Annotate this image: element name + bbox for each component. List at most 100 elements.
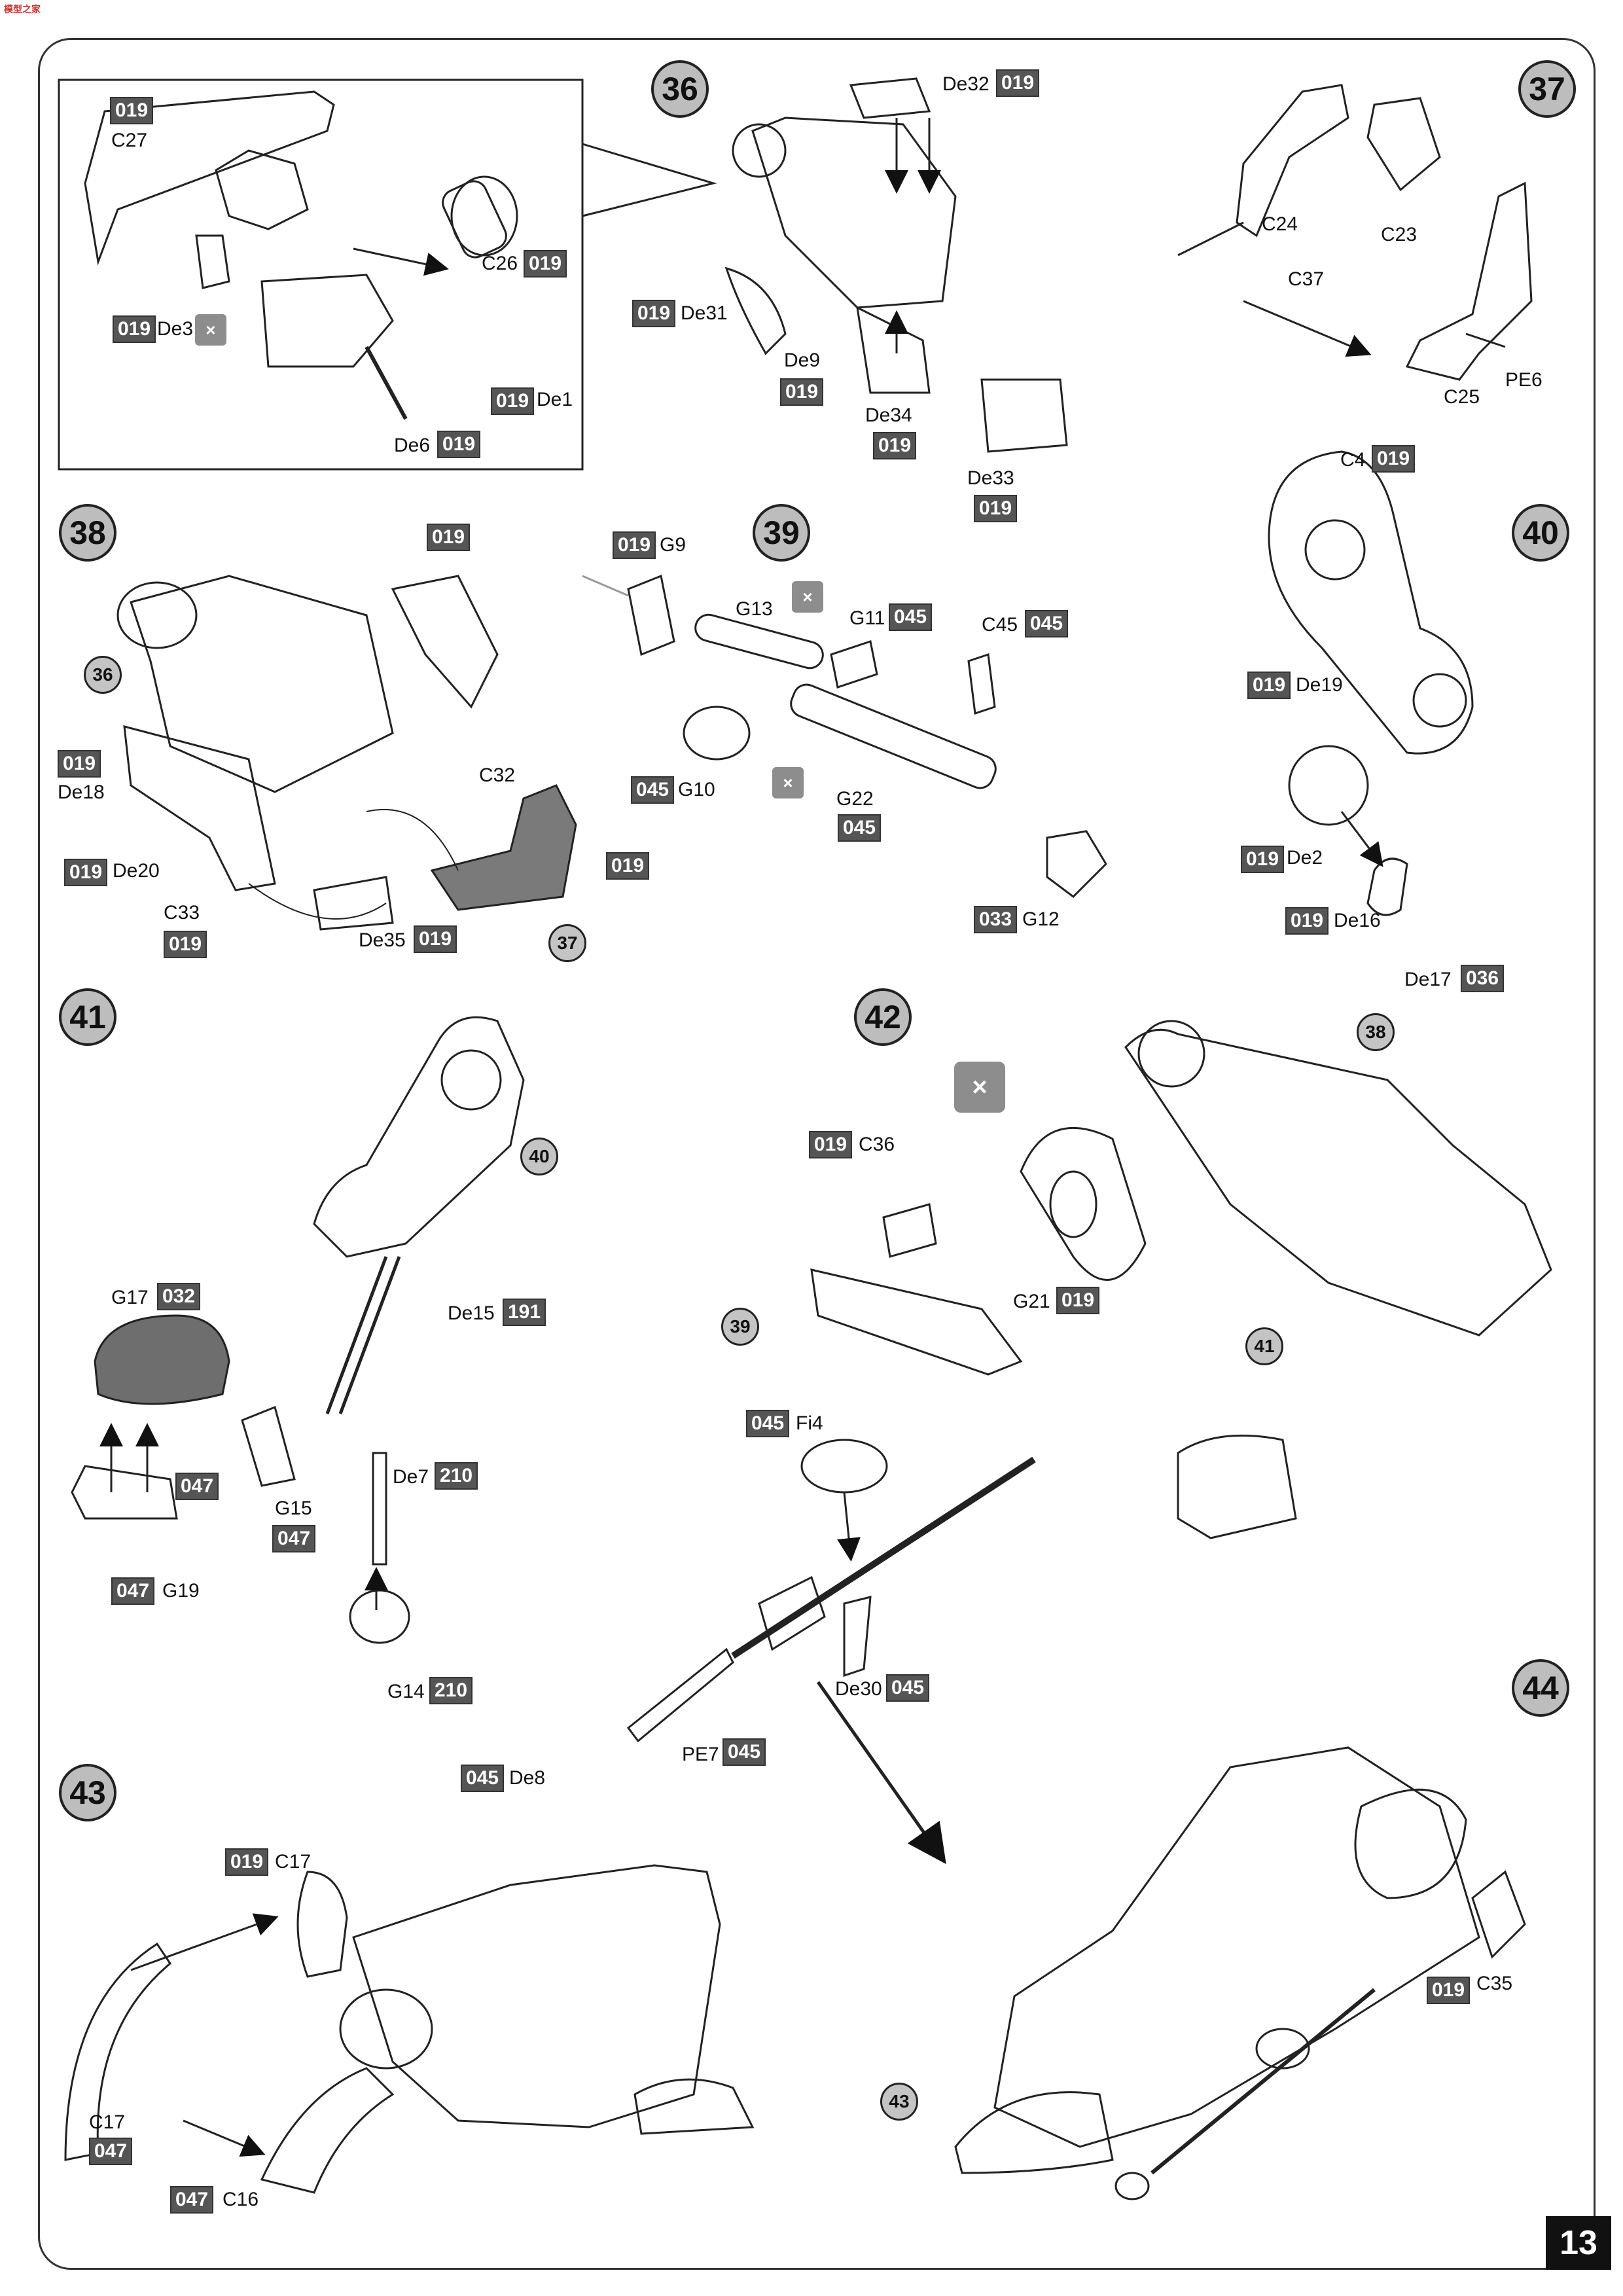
- step-44-number: 44: [1512, 1659, 1569, 1717]
- paint-code: 019: [632, 300, 676, 327]
- part-label: C24: [1262, 213, 1298, 235]
- step-41-number: 41: [59, 988, 116, 1046]
- part-label: De15: [448, 1302, 495, 1324]
- part-label: De30: [835, 1678, 882, 1700]
- part-label: De19: [1296, 674, 1343, 696]
- part-label: C32: [479, 764, 516, 786]
- paint-code: 019: [606, 852, 650, 880]
- part-label: G22: [836, 788, 874, 810]
- paint-code: 019: [873, 432, 917, 459]
- paint-code: 191: [503, 1299, 546, 1326]
- paint-code: 019: [414, 925, 457, 953]
- part-label: De8: [509, 1767, 546, 1789]
- part-label: C33: [164, 902, 200, 924]
- part-label: G11: [849, 607, 885, 629]
- paint-code: 045: [1025, 610, 1069, 637]
- paint-code: 045: [889, 603, 933, 631]
- paint-code: 047: [170, 2186, 214, 2214]
- part-label: G13: [736, 598, 773, 620]
- ref-40: 40: [520, 1138, 558, 1175]
- part-label: De35: [359, 929, 406, 951]
- paint-code: 019: [1247, 672, 1291, 699]
- part-label: G21: [1013, 1291, 1050, 1312]
- part-label: C27: [111, 130, 148, 151]
- paint-code: 019: [524, 250, 567, 278]
- paint-code: 019: [780, 378, 824, 406]
- part-label: Fi4: [796, 1412, 823, 1434]
- ref-39: 39: [721, 1308, 759, 1346]
- paint-code: 045: [838, 814, 882, 842]
- no-paint-icon: ×: [954, 1062, 1005, 1113]
- part-label: De34: [865, 404, 912, 426]
- paint-code: 019: [225, 1848, 269, 1876]
- part-label: De20: [113, 860, 160, 882]
- paint-code: 019: [1241, 846, 1285, 873]
- paint-code: 019: [113, 315, 156, 343]
- part-label: De9: [784, 350, 821, 371]
- step-43-number: 43: [59, 1764, 116, 1821]
- part-label: De31: [681, 302, 728, 324]
- part-label: C35: [1476, 1973, 1513, 1994]
- ref-43: 43: [880, 2083, 918, 2121]
- part-label: PE7: [682, 1744, 719, 1765]
- paint-code: 019: [1056, 1287, 1100, 1314]
- paint-code: 033: [974, 906, 1018, 933]
- paint-code: 019: [613, 531, 656, 559]
- paint-code: 019: [1372, 445, 1416, 473]
- paint-code: 036: [1461, 965, 1505, 992]
- part-label: G12: [1022, 908, 1060, 930]
- detail-inset-box: [58, 79, 584, 471]
- paint-code: 045: [722, 1738, 766, 1766]
- no-paint-icon: ×: [792, 581, 823, 613]
- part-label: G10: [678, 779, 715, 800]
- no-paint-icon: ×: [772, 767, 804, 798]
- part-label: C17: [275, 1851, 312, 1873]
- part-label: C45: [982, 614, 1018, 636]
- part-label: De7: [393, 1466, 429, 1488]
- part-label: G15: [275, 1498, 312, 1519]
- part-label: C4: [1340, 449, 1366, 471]
- part-label: De2: [1287, 847, 1323, 869]
- page-frame: [38, 38, 1596, 2270]
- part-label: De18: [58, 781, 105, 803]
- ref-36: 36: [84, 656, 122, 694]
- paint-code: 047: [111, 1577, 155, 1605]
- paint-code: 032: [157, 1283, 201, 1310]
- paint-code: 019: [427, 524, 471, 551]
- part-label: G17: [111, 1287, 149, 1308]
- part-label: C17: [89, 2111, 126, 2133]
- paint-code: 019: [110, 97, 154, 124]
- paint-code: 045: [886, 1674, 930, 1702]
- part-label: G14: [387, 1681, 425, 1702]
- part-label: De16: [1334, 910, 1381, 931]
- step-36-number: 36: [651, 60, 709, 118]
- paint-code: 019: [1427, 1977, 1471, 2004]
- part-label: De6: [394, 435, 431, 456]
- part-label: C23: [1381, 224, 1418, 245]
- step-37-number: 37: [1518, 60, 1576, 118]
- step-42-number: 42: [854, 988, 912, 1046]
- paint-code: 019: [164, 931, 207, 958]
- part-label: C16: [223, 2189, 259, 2210]
- step-39-number: 39: [753, 504, 810, 562]
- part-label: C37: [1288, 268, 1325, 290]
- part-label: C26: [482, 253, 518, 274]
- paint-code: 019: [996, 69, 1040, 97]
- paint-code: 210: [429, 1677, 473, 1704]
- paint-code: 019: [974, 495, 1018, 522]
- part-label: De3: [157, 318, 194, 340]
- paint-code: 047: [175, 1473, 219, 1500]
- part-label: De1: [537, 389, 573, 410]
- paint-code: 047: [89, 2138, 133, 2165]
- page-number: 13: [1546, 2216, 1611, 2270]
- part-label: G19: [162, 1580, 200, 1602]
- part-label: De32: [942, 73, 990, 95]
- ref-41: 41: [1245, 1327, 1283, 1365]
- ref-37: 37: [548, 924, 586, 962]
- paint-code: 019: [64, 859, 108, 886]
- part-label: C36: [859, 1134, 895, 1155]
- paint-code: 045: [631, 776, 675, 804]
- part-label: De17: [1404, 969, 1452, 990]
- step-38-number: 38: [59, 504, 116, 562]
